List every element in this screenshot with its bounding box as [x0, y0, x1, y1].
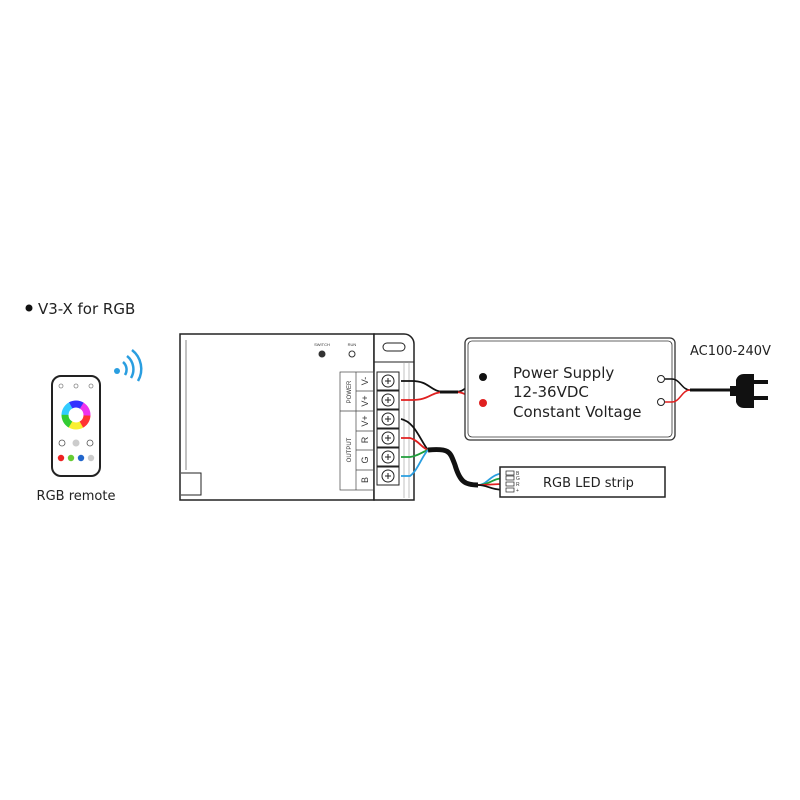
power-supply-type: Constant Voltage — [513, 403, 641, 421]
strip-pin-plus: + — [516, 488, 519, 494]
strip-connector-pads — [505, 470, 515, 493]
dc-negative-terminal — [479, 373, 487, 381]
power-supply-voltage: 12-36VDC — [513, 383, 589, 401]
power-supply: Power Supply 12-36VDC Constant Voltage — [464, 337, 676, 441]
run-label: RUN — [348, 342, 357, 347]
terminal-label-b: B — [360, 477, 370, 483]
terminal-label-v-plus-power: V+ — [360, 395, 370, 406]
output-group-label: OUTPUT — [347, 437, 353, 462]
rgb-remote — [51, 375, 101, 477]
bullet-icon — [25, 304, 33, 312]
ac-terminal-l — [657, 375, 665, 383]
dc-positive-terminal — [479, 399, 487, 407]
switch-button — [318, 350, 326, 358]
switch-label: SWITCH — [314, 342, 330, 347]
v3-x-controller: SWITCH RUN POWER OUTPUT V- V+ V+ R G B — [179, 333, 415, 501]
color-wheel-icon — [61, 400, 91, 430]
ac-wires — [665, 378, 732, 403]
rgb-led-strip: RGB LED strip B G R + — [499, 466, 666, 498]
terminal-label-table — [339, 371, 375, 491]
remote-label: RGB remote — [37, 489, 116, 504]
wireless-signal-icon — [114, 349, 143, 382]
ac-terminal-n — [657, 398, 665, 406]
section-title: V3-X for RGB — [38, 300, 135, 318]
strip-pin-r: R — [516, 482, 520, 488]
power-supply-title: Power Supply — [513, 364, 614, 382]
terminal-screws — [376, 371, 400, 486]
power-group-label: POWER — [347, 380, 353, 403]
strip-pin-g: G — [516, 476, 520, 482]
terminal-label-v-minus: V- — [360, 377, 370, 386]
strip-pin-b: B — [516, 471, 520, 477]
terminal-label-r: R — [360, 436, 370, 443]
led-strip-label: RGB LED strip — [543, 476, 634, 491]
terminal-label-v-plus-output: V+ — [360, 415, 370, 426]
run-indicator — [348, 350, 356, 358]
ac-plug-icon — [730, 374, 768, 408]
terminal-label-g: G — [360, 456, 370, 463]
ac-input-label: AC100-240V — [690, 344, 771, 359]
